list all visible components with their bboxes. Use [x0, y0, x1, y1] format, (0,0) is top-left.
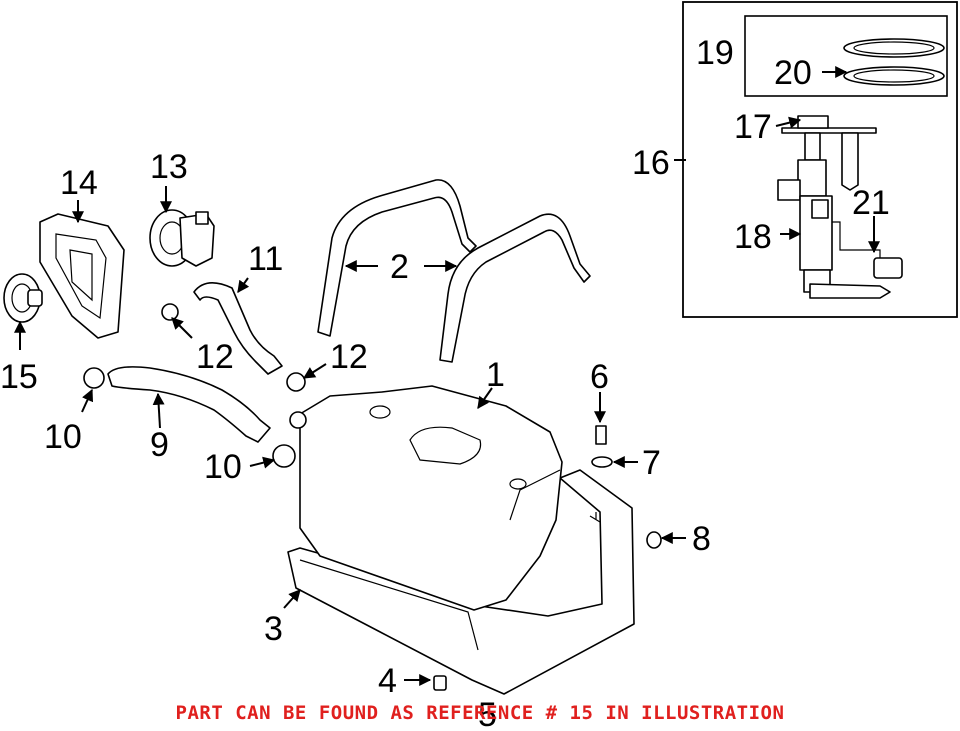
- callout-6: 6: [590, 358, 609, 396]
- leader-lines: [14, 66, 880, 686]
- callout-11: 11: [248, 240, 283, 278]
- callout-8: 8: [692, 520, 711, 558]
- vent-hose-part: [193, 282, 283, 375]
- callout-15: 15: [0, 358, 38, 396]
- callout-4: 4: [378, 662, 397, 700]
- fuel-pump-module-part: [777, 115, 903, 299]
- callout-19: 19: [696, 34, 734, 72]
- tank-strap-part: [317, 179, 591, 363]
- callout-1: 1: [486, 356, 505, 394]
- callout-2: 2: [390, 248, 409, 286]
- washer-part: [591, 456, 613, 468]
- clamp-part: [161, 303, 179, 321]
- seal-ring-part: [843, 38, 945, 86]
- clamp-part: [83, 367, 105, 389]
- callout-12a: 12: [196, 338, 234, 376]
- callout-10a: 10: [44, 418, 82, 456]
- callout-13: 13: [150, 148, 188, 186]
- clamp-part: [286, 372, 306, 392]
- gasket-inset-frame: [744, 15, 948, 97]
- callout-14: 14: [60, 164, 98, 202]
- callout-16: 16: [632, 144, 670, 182]
- fuel-cap-part: [3, 273, 43, 323]
- callout-17: 17: [734, 108, 772, 146]
- callout-10b: 10: [204, 448, 242, 486]
- callout-12b: 12: [330, 338, 368, 376]
- fuel-tank-part: [289, 385, 563, 611]
- clamp-part: [272, 444, 296, 468]
- reference-notice: PART CAN BE FOUND AS REFERENCE # 15 IN I…: [175, 702, 785, 724]
- callout-20: 20: [774, 54, 812, 92]
- callout-9: 9: [150, 426, 169, 464]
- callout-7: 7: [642, 444, 661, 482]
- callout-5: 5: [478, 696, 497, 731]
- plug-part: [646, 531, 662, 549]
- callout-21: 21: [852, 184, 890, 222]
- callout-18: 18: [734, 218, 772, 256]
- bolt-part: [595, 425, 607, 445]
- bolt-part: [433, 675, 447, 691]
- callout-3: 3: [264, 610, 283, 648]
- filler-bezel-part: [39, 213, 125, 339]
- filler-housing-part: [149, 209, 215, 267]
- filler-hose-part: [107, 366, 271, 443]
